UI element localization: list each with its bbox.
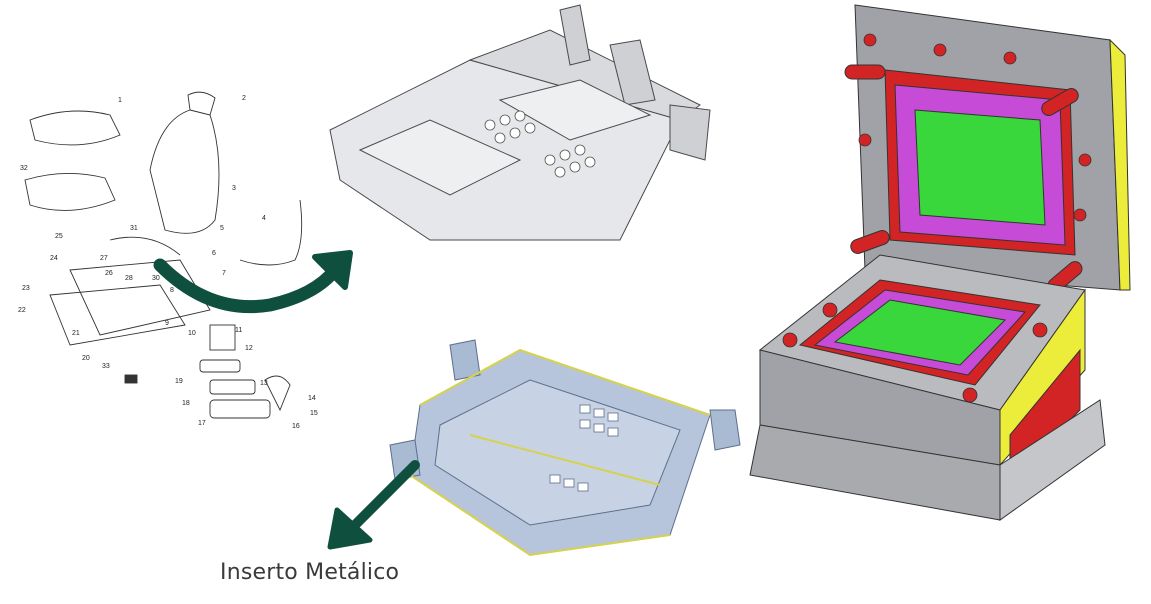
side-shield: [209, 379, 256, 395]
wire-harness: [109, 236, 181, 256]
guide-pin: [850, 230, 890, 254]
bracket: [209, 324, 236, 351]
trim-panel: [199, 359, 241, 373]
small-block: [124, 374, 138, 384]
seat-exploded-diagram: 1 2 3 4 5 31 32 25 24 27 28 26 23 22 21 …: [18, 91, 318, 430]
callout-27: 27: [100, 255, 108, 262]
callout-21: 21: [72, 330, 80, 337]
callout-20: 20: [82, 355, 90, 362]
callout-25: 25: [55, 233, 63, 240]
callout-23: 23: [22, 285, 30, 292]
seat-backrest: [149, 109, 220, 234]
curved-arrow-icon: [153, 250, 353, 314]
callout-26: 26: [105, 270, 113, 277]
mold-base-side: [999, 399, 1106, 521]
callout-31: 31: [130, 225, 138, 232]
callout-19: 19: [175, 378, 183, 385]
callout-13: 13: [260, 380, 268, 387]
callout-8: 8: [170, 287, 174, 294]
callout-32: 32: [20, 165, 28, 172]
callout-28: 28: [125, 275, 133, 282]
callout-22: 22: [18, 307, 26, 314]
callout-16: 16: [292, 423, 300, 430]
mold-upper-side-yellow: [1109, 38, 1131, 291]
mold-lower-core: [833, 299, 1007, 366]
callout-15: 15: [310, 410, 318, 417]
callout-1: 1: [118, 97, 122, 104]
guide-pin: [844, 64, 886, 80]
seat-headrest: [187, 91, 216, 116]
callout-3: 3: [232, 185, 236, 192]
callout-17: 17: [198, 420, 206, 427]
metal-insert-part: [389, 339, 741, 557]
guide-pin: [1041, 88, 1079, 116]
seat-cushion-top: [29, 110, 121, 146]
caption-metal-insert: Inserto Metálico: [220, 560, 400, 585]
diagonal-arrow-icon: [327, 460, 420, 550]
injection-mold: [749, 4, 1131, 521]
callout-4: 4: [262, 215, 266, 222]
callout-18: 18: [182, 400, 190, 407]
callout-6: 6: [212, 250, 216, 257]
callout-12: 12: [245, 345, 253, 352]
callout-33: 33: [102, 363, 110, 370]
seat-track: [49, 284, 186, 346]
handle: [264, 375, 291, 412]
callout-9: 9: [165, 320, 169, 327]
callout-2: 2: [242, 95, 246, 102]
callout-11: 11: [235, 327, 242, 334]
mold-upper-core: [914, 109, 1046, 226]
callout-14: 14: [308, 395, 316, 402]
wire-cable: [239, 199, 303, 266]
callout-10: 10: [188, 330, 196, 337]
side-cover: [209, 399, 271, 419]
seat-cushion-foam: [24, 173, 116, 211]
callout-30: 30: [152, 275, 160, 282]
plastic-seat-pan-part: [329, 4, 711, 241]
callout-5: 5: [220, 225, 224, 232]
seat-frame: [69, 259, 211, 336]
callout-7: 7: [222, 270, 226, 277]
callout-24: 24: [50, 255, 58, 262]
